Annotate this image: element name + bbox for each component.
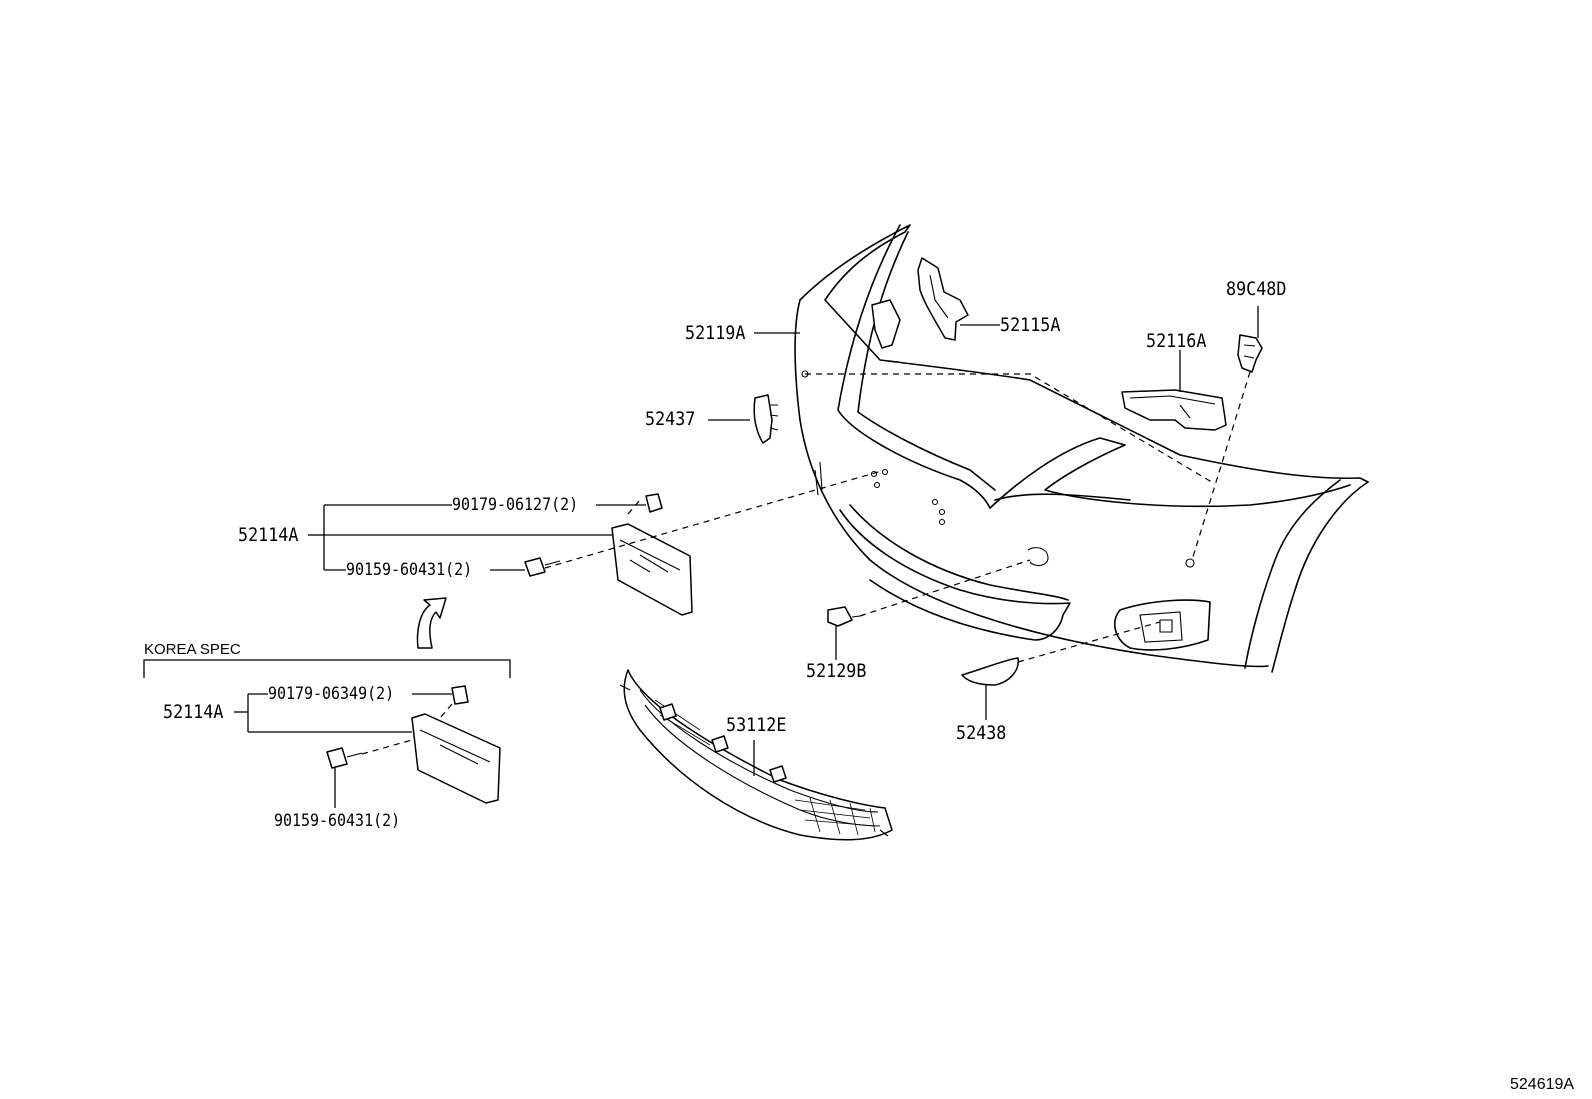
leader-lines (234, 306, 1259, 808)
label-90159-60431: 90159-60431(2) (346, 560, 473, 580)
label-52119A: 52119A (685, 322, 746, 344)
part-52438 (961, 657, 1019, 686)
label-90179-06349: 90179-06349(2) (268, 684, 395, 704)
dashed-lines (361, 371, 1251, 755)
part-52129B (827, 606, 861, 627)
part-89C48D (1237, 334, 1263, 373)
part-53112E (619, 669, 893, 841)
label-korea-90159-60431: 90159-60431(2) (274, 811, 401, 831)
label-89C48D: 89C48D (1226, 278, 1287, 300)
part-52115A (917, 257, 969, 341)
part-52114A-main (524, 493, 693, 616)
label-52116A: 52116A (1146, 330, 1207, 352)
korea-spec-title: KOREA SPEC (144, 641, 241, 658)
korea-spec-group (143, 597, 511, 804)
label-52129B: 52129B (806, 660, 867, 682)
label-90179-06127: 90179-06127(2) (452, 495, 579, 515)
part-52116A (1121, 389, 1227, 431)
label-52115A: 52115A (1000, 314, 1061, 336)
label-53112E: 53112E (726, 714, 787, 736)
label-52114A: 52114A (238, 524, 299, 546)
diagram-reference-number: 524619A (1510, 1076, 1575, 1093)
label-korea-52114A: 52114A (163, 701, 224, 723)
label-52438: 52438 (956, 722, 1007, 744)
part-52437 (753, 394, 779, 444)
label-52437: 52437 (645, 408, 696, 430)
